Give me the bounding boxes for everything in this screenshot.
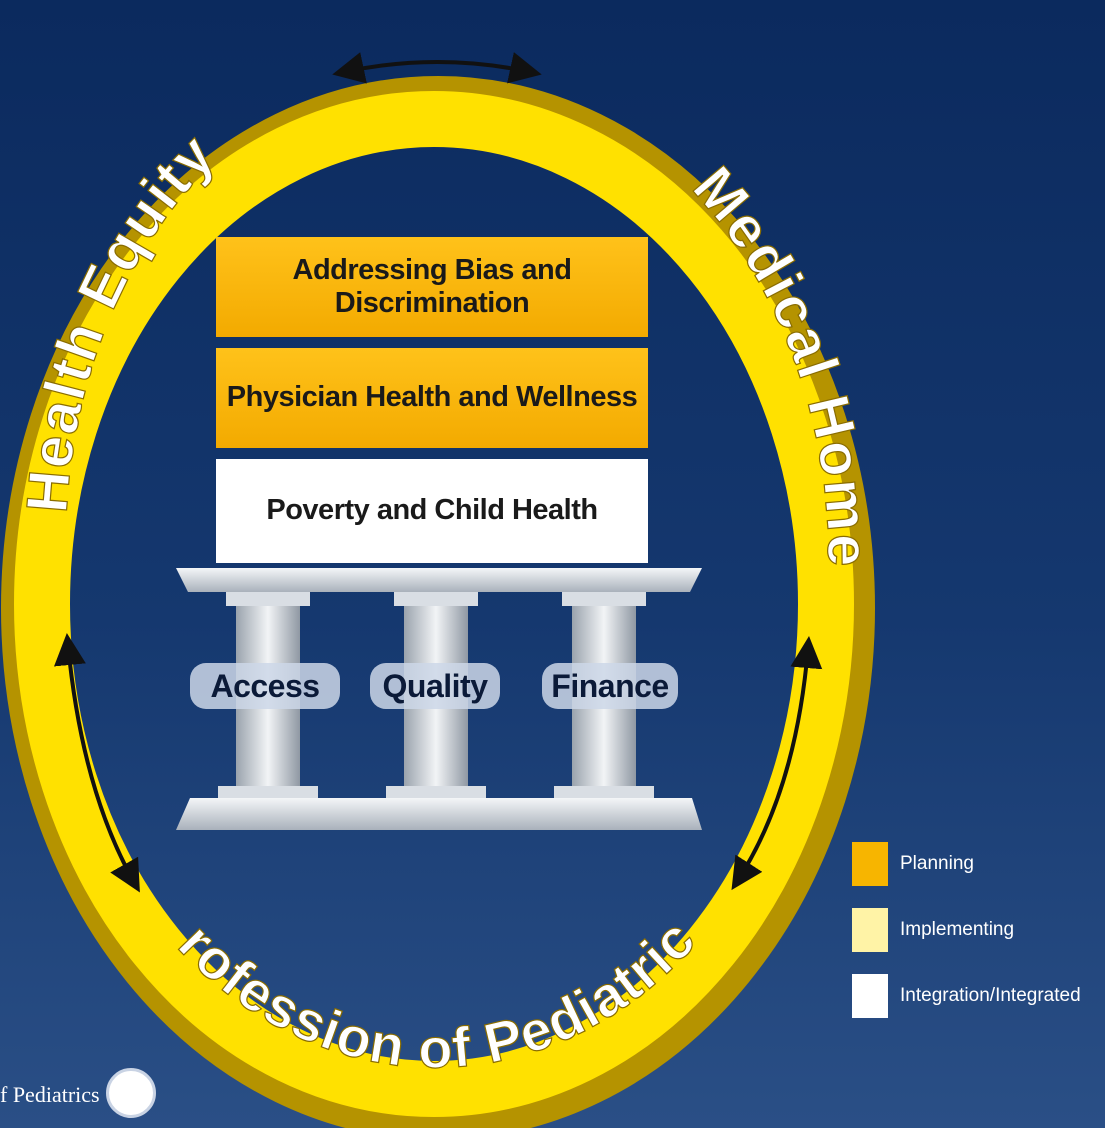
legend-label-integrated: Integration/Integrated <box>900 985 1081 1006</box>
pillar-left-capital <box>226 592 310 606</box>
pillar-middle-capital <box>394 592 478 606</box>
right-arrow <box>731 636 823 891</box>
legend-label-planning: Planning <box>900 853 974 874</box>
pillar-right-base <box>554 786 654 800</box>
legend-item-planning: Planning <box>852 842 974 886</box>
legend-swatch-implementing <box>852 908 888 952</box>
legend-label-implementing: Implementing <box>900 919 1015 940</box>
pillar-right-capital <box>562 592 646 606</box>
pillar-label-finance: Finance <box>542 663 678 709</box>
box-physician-health: Physician Health and Wellness <box>216 348 648 448</box>
legend-item-implementing: Implementing <box>852 908 1014 952</box>
pillar-label-access: Access <box>190 663 340 709</box>
top-slab <box>176 568 702 592</box>
legend-swatch-planning <box>852 842 888 886</box>
pillar-left-base <box>218 786 318 800</box>
pillar-middle-base <box>386 786 486 800</box>
legend-swatch-integrated <box>852 974 888 1018</box>
top-arrow <box>332 52 542 84</box>
left-arrow <box>53 633 140 893</box>
pillar-label-quality: Quality <box>370 663 500 709</box>
box-poverty: Poverty and Child Health <box>216 459 648 563</box>
box-addressing-bias: Addressing Bias and Discrimination <box>216 237 648 337</box>
aap-logo-text: f Pediatrics <box>0 1082 100 1107</box>
health-equity-label: Health Equity <box>14 120 226 515</box>
seal-icon <box>106 1068 156 1118</box>
legend-item-integrated: Integration/Integrated <box>852 974 1081 1018</box>
base-slab <box>176 798 702 830</box>
ring <box>14 91 854 1117</box>
svg-text:Health Equity: Health Equity <box>14 121 227 515</box>
